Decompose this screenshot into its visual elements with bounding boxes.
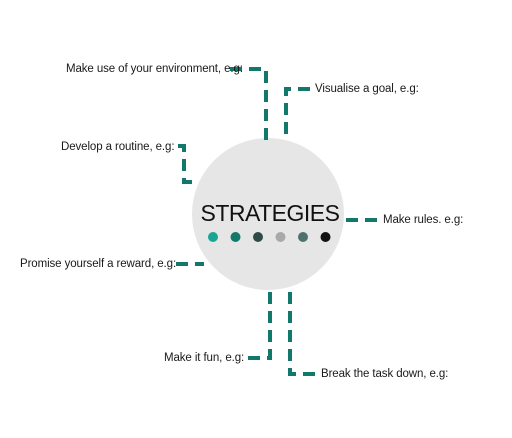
center-circle bbox=[192, 138, 344, 290]
color-dot bbox=[298, 232, 308, 242]
color-dots bbox=[208, 232, 331, 242]
label-routine: Develop a routine, e.g: bbox=[61, 141, 175, 153]
connector-break-down bbox=[288, 292, 316, 376]
color-dot bbox=[275, 232, 286, 242]
color-dot bbox=[320, 232, 331, 242]
label-fun: Make it fun, e.g: bbox=[164, 352, 245, 364]
color-dot bbox=[253, 232, 263, 242]
connector-fun bbox=[248, 292, 272, 360]
label-goal: Visualise a goal, e.g: bbox=[315, 83, 419, 95]
label-rules: Make rules. e.g: bbox=[383, 214, 464, 226]
connector-goal bbox=[284, 87, 310, 140]
connectors bbox=[176, 67, 380, 376]
connector-routine bbox=[178, 144, 196, 184]
color-dot bbox=[208, 232, 218, 242]
color-dot bbox=[230, 232, 241, 242]
label-environment: Make use of your environment, e.g: bbox=[66, 63, 243, 75]
label-reward: Promise yourself a reward, e.g: bbox=[20, 258, 177, 270]
connector-environment bbox=[230, 67, 268, 140]
label-break-down: Break the task down, e.g: bbox=[321, 368, 449, 380]
center-title: STRATEGIES bbox=[200, 200, 341, 226]
